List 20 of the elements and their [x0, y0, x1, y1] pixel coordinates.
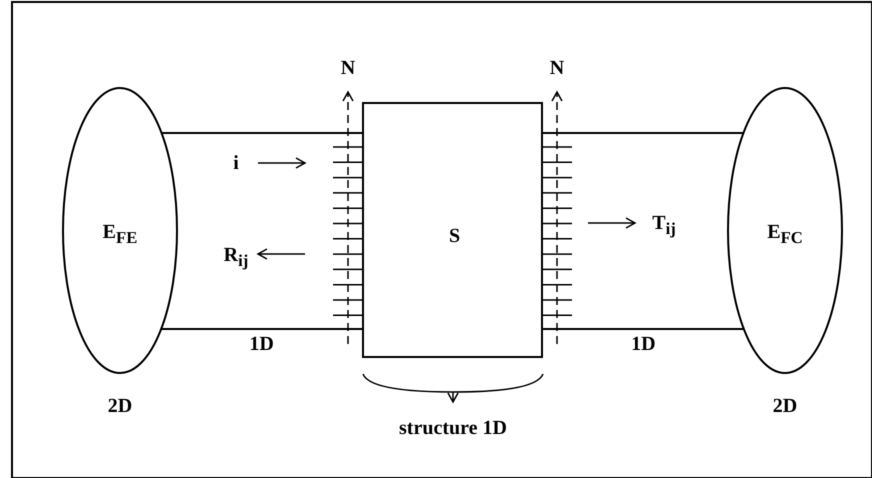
node-label: E$_{FC}$ — [767, 220, 803, 248]
lead-line — [543, 132, 744, 134]
node-label: E$_{FE}$ — [102, 220, 138, 248]
channel-label: N — [340, 57, 356, 79]
symbol-label: i — [233, 152, 239, 174]
lead-line — [543, 328, 744, 330]
node-label: S — [448, 225, 460, 247]
structure-box — [362, 102, 543, 358]
channel-label: N — [550, 57, 564, 79]
lead-line — [161, 328, 362, 330]
symbol-label: R$_{ij}$ — [224, 244, 248, 272]
edge-label: 1D — [249, 333, 274, 355]
dimension-label: 2D — [108, 395, 132, 417]
ellipse-node — [727, 87, 843, 374]
ellipse-node — [62, 87, 178, 374]
structure-label: structure 1D — [399, 417, 507, 439]
edge-label: 1D — [631, 333, 656, 355]
dimension-label: 2D — [772, 395, 798, 417]
symbol-label: T$_{ij}$ — [652, 212, 676, 240]
lead-line — [162, 132, 362, 134]
